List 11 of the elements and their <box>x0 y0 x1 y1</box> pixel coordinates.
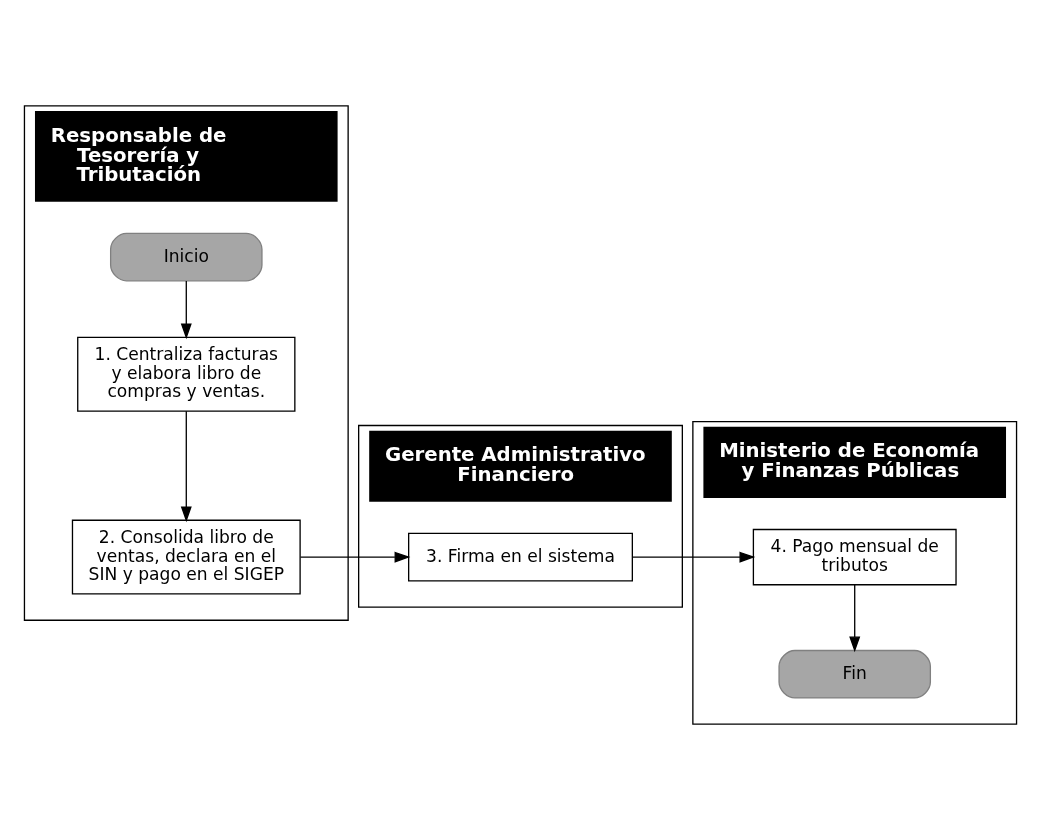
node-box: 1. Centraliza facturas y elabora libro de compras y ventas. <box>77 336 296 412</box>
arrow <box>632 551 756 563</box>
node-box: Inicio <box>109 232 263 282</box>
node-box: Fin <box>778 649 932 699</box>
arrow <box>849 584 861 653</box>
arrow <box>180 410 192 523</box>
arrow <box>180 280 192 340</box>
node-box: 2. Consolida libro de ventas, declara en el SIN y pago en el SIGEP <box>71 519 301 595</box>
node-box: 3. Firma en el sistema <box>408 532 633 582</box>
node-box: 4. Pago mensual de tributos <box>752 528 957 586</box>
arrow <box>299 551 411 563</box>
